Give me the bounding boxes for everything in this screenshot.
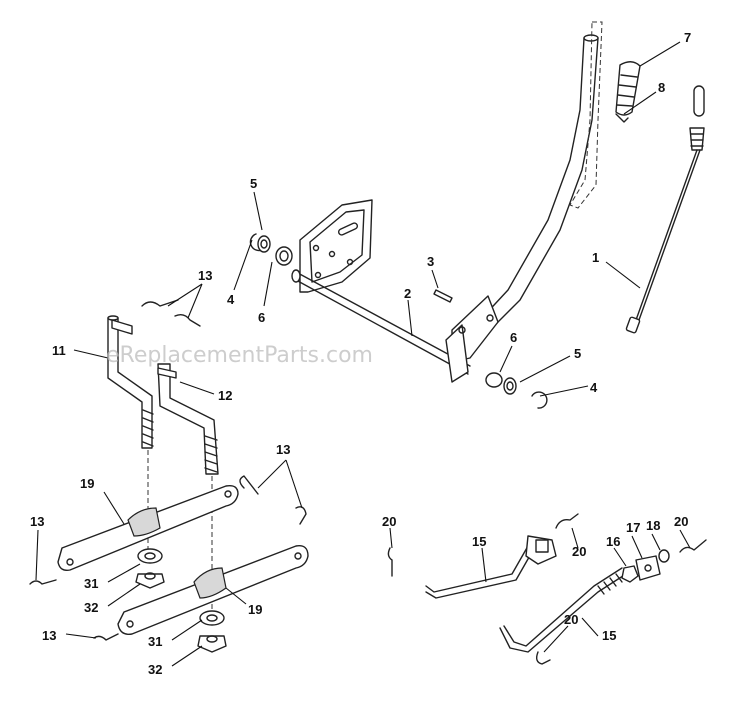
button	[615, 113, 629, 123]
callout-18: 18	[646, 518, 660, 533]
callout-13: 13	[276, 442, 290, 457]
callout-31: 31	[148, 634, 162, 649]
callout-11: 11	[52, 343, 66, 358]
pin	[433, 289, 453, 303]
handle-grip	[569, 21, 641, 209]
lift-link-11	[107, 315, 154, 449]
callout-20: 20	[382, 514, 396, 529]
callout-5: 5	[574, 346, 581, 361]
callout-16: 16	[606, 534, 620, 549]
lift-arm-lower	[117, 545, 309, 635]
callout-4: 4	[590, 380, 598, 395]
bushing-upper	[135, 548, 165, 589]
callout-2: 2	[404, 286, 411, 301]
hairpin-20	[387, 513, 707, 665]
lift-shaft	[291, 269, 471, 375]
callout-31: 31	[84, 576, 98, 591]
bushing-lower	[197, 610, 227, 653]
callout-20: 20	[674, 514, 688, 529]
bracket-plate	[299, 199, 373, 293]
callout-32: 32	[84, 600, 98, 615]
rod-assembly	[625, 85, 705, 334]
callout-1: 1	[592, 250, 599, 265]
adjust-hardware	[621, 549, 670, 583]
callout-5: 5	[250, 176, 257, 191]
callout-7: 7	[684, 30, 691, 45]
callout-20: 20	[572, 544, 586, 559]
callout-numbers: 1 2 3 4 4 5 5 6 6 7 8 11 12 13 13 13 13 …	[30, 30, 691, 677]
callout-4: 4	[227, 292, 235, 307]
callout-13: 13	[198, 268, 212, 283]
callout-13: 13	[42, 628, 56, 643]
callout-20: 20	[564, 612, 578, 627]
callout-15: 15	[602, 628, 616, 643]
washer-left	[249, 233, 293, 266]
lift-lever	[445, 34, 599, 383]
callout-17: 17	[626, 520, 640, 535]
leader-lines	[35, 41, 691, 667]
adjust-rod-left	[425, 535, 557, 599]
watermark-text: eReplacementParts.com	[106, 343, 373, 368]
washer-right	[485, 372, 548, 409]
callout-19: 19	[80, 476, 94, 491]
callout-12: 12	[218, 388, 232, 403]
callout-19: 19	[248, 602, 262, 617]
callout-32: 32	[148, 662, 162, 677]
callout-6: 6	[510, 330, 517, 345]
callout-8: 8	[658, 80, 665, 95]
callout-6: 6	[258, 310, 265, 325]
lift-arm-upper	[57, 484, 239, 572]
callout-13: 13	[30, 514, 44, 529]
adjust-rod-right	[499, 567, 627, 653]
callout-15: 15	[472, 534, 486, 549]
hairpin-clips	[29, 299, 307, 641]
lift-link-12	[157, 363, 219, 475]
callout-3: 3	[427, 254, 434, 269]
